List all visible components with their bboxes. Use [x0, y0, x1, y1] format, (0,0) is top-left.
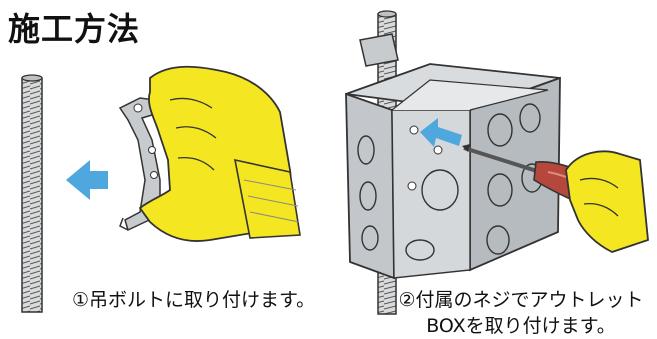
direction-arrow-icon: [420, 118, 462, 147]
page-title: 施工方法: [8, 10, 141, 48]
step-2-line-2: BOXを取り付けます。: [426, 315, 616, 337]
glove-hand-icon: [565, 150, 649, 253]
glove-hand-icon: [138, 65, 301, 242]
step-2-caption: ②付属のネジでアウトレット BOXを取り付けます。: [396, 287, 646, 339]
step-1-caption: ①吊ボルトに取り付けます。: [72, 289, 316, 311]
threaded-rod-icon: [21, 74, 43, 313]
step-2-line-1: ②付属のネジでアウトレット: [398, 289, 644, 311]
direction-arrow-icon: [66, 160, 108, 200]
outlet-box-icon: [345, 33, 561, 280]
